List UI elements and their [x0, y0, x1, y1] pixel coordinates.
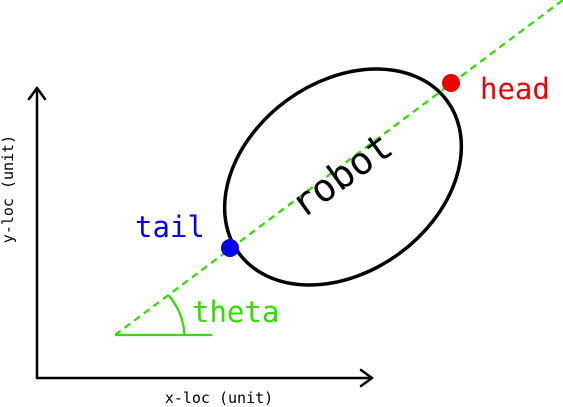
x-axis-arrowhead — [359, 368, 374, 388]
axes — [27, 86, 374, 388]
head-label: head — [480, 72, 550, 106]
robot-body — [222, 67, 464, 287]
heading-line — [114, 0, 563, 336]
theta-label: theta — [192, 295, 279, 329]
x-axis-label: x-loc (unit) — [165, 389, 273, 407]
tail-point — [221, 239, 239, 257]
robot-label: robot — [282, 124, 400, 227]
y-axis-arrowhead — [27, 86, 47, 101]
theta-angle-arc — [167, 294, 186, 336]
head-point — [442, 74, 460, 92]
y-axis-label: y-loc (unit) — [0, 135, 17, 243]
tail-label: tail — [135, 210, 205, 244]
